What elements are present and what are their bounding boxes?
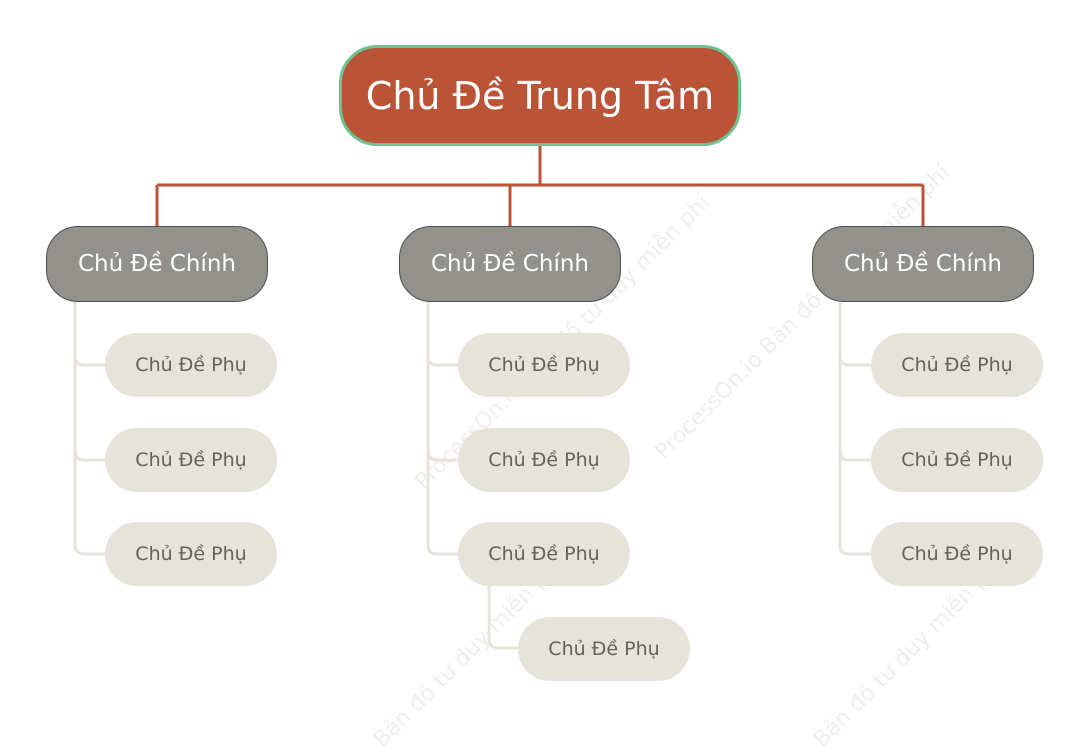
sub-connectors: [73, 302, 872, 650]
main-topic-2[interactable]: Chủ Đề Chính: [399, 226, 621, 302]
sub-connector-3: [838, 302, 872, 556]
sub-topic-3-2[interactable]: Chủ Đề Phụ: [871, 428, 1043, 492]
sub-topic-3-1[interactable]: Chủ Đề Phụ: [871, 333, 1043, 397]
main-topic-1[interactable]: Chủ Đề Chính: [46, 226, 268, 302]
central-topic[interactable]: Chủ Đề Trung Tâm: [339, 45, 741, 146]
sub-topic-2-1[interactable]: Chủ Đề Phụ: [458, 333, 630, 397]
main-connectors: [155, 146, 925, 226]
main-topic-3[interactable]: Chủ Đề Chính: [812, 226, 1034, 302]
sub-topic-1-2[interactable]: Chủ Đề Phụ: [105, 428, 277, 492]
sub-connector-2: [426, 302, 459, 556]
sub-topic-1-3[interactable]: Chủ Đề Phụ: [105, 522, 277, 586]
sub-connector-1: [73, 302, 106, 556]
sub-connector-4: [487, 586, 519, 650]
sub-topic-3-3[interactable]: Chủ Đề Phụ: [871, 522, 1043, 586]
sub-topic-1-1[interactable]: Chủ Đề Phụ: [105, 333, 277, 397]
sub-topic-2-3[interactable]: Chủ Đề Phụ: [458, 522, 630, 586]
sub-topic-2-2[interactable]: Chủ Đề Phụ: [458, 428, 630, 492]
sub-topic-2-3-1[interactable]: Chủ Đề Phụ: [518, 617, 690, 681]
